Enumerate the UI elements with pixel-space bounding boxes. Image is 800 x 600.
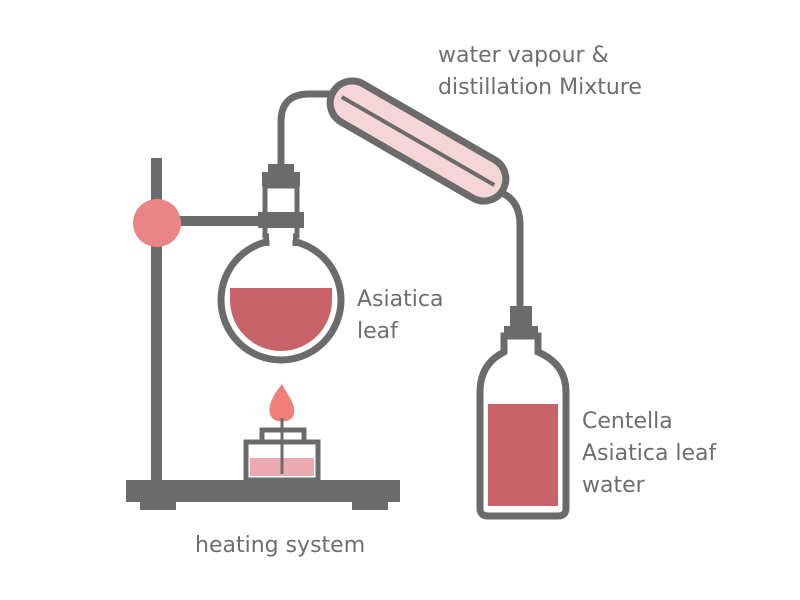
label-bottle: Centella Asiatica leaf water	[582, 406, 716, 502]
label-vapour-line-1: water vapour &	[438, 43, 609, 68]
spirit-burner	[243, 418, 321, 483]
label-flask: Asiatica leaf	[357, 284, 443, 348]
label-heating-system: heating system	[195, 533, 366, 558]
label-bottle-line-1: Centella	[582, 409, 673, 434]
tube-to-bottle	[498, 188, 524, 308]
label-vapour-mixture: water vapour & distillation Mixture	[438, 40, 642, 104]
tube-to-condenser	[277, 90, 336, 180]
label-bottle-line-3: water	[582, 473, 645, 498]
label-flask-line-1: Asiatica	[357, 287, 444, 312]
stand-rod	[151, 158, 162, 482]
label-bottle-line-2: Asiatica leaf	[582, 441, 717, 466]
flame-icon	[269, 384, 295, 422]
label-vapour-line-2: distillation Mixture	[438, 75, 642, 100]
stand-base	[126, 480, 400, 510]
collection-bottle	[476, 306, 570, 520]
clamp-arm	[158, 216, 266, 226]
label-flask-line-2: leaf	[357, 319, 398, 344]
clamp-knob	[133, 199, 181, 247]
round-bottom-flask	[217, 164, 345, 364]
